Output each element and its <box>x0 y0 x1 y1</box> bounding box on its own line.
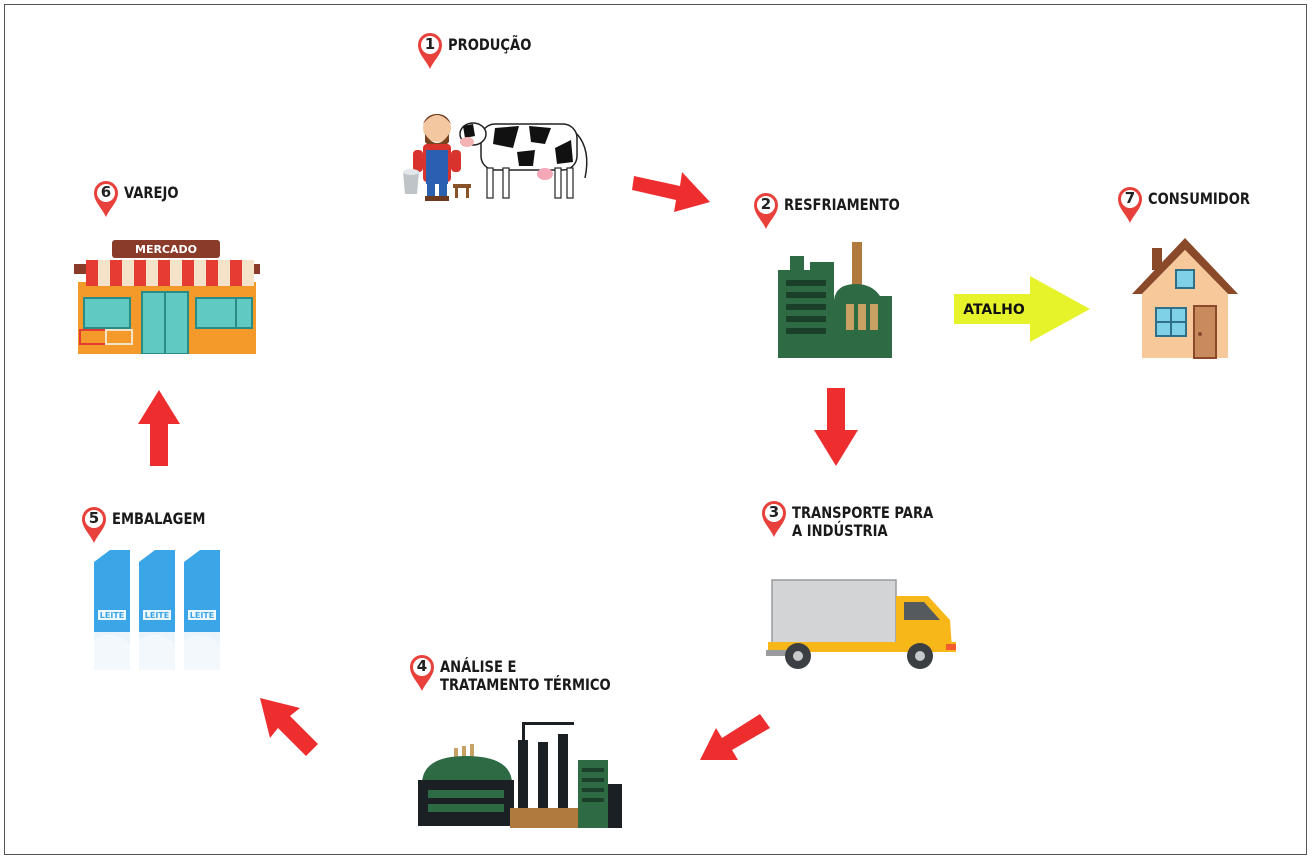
step-label: ANÁLISE E TRATAMENTO TÉRMICO <box>440 657 611 694</box>
farmer-cow-illustration <box>403 114 588 201</box>
step-number: 3 <box>768 503 780 521</box>
carton-label: LEITE <box>100 611 124 620</box>
step-number: 5 <box>88 509 100 527</box>
arrow-3-to-4-icon <box>700 714 770 760</box>
carton-label: LEITE <box>145 611 169 620</box>
step-number: 6 <box>100 183 112 201</box>
location-pin-icon: 1 <box>416 32 444 70</box>
step-number: 2 <box>760 195 772 213</box>
step-7: 7 CONSUMIDOR <box>1116 186 1272 224</box>
house-illustration <box>1132 238 1238 359</box>
location-pin-icon: 5 <box>80 506 108 544</box>
diagram-frame <box>4 4 1307 855</box>
arrow-4-to-5-icon <box>260 698 318 756</box>
location-pin-icon: 4 <box>408 654 436 692</box>
location-pin-icon: 6 <box>92 180 120 218</box>
shortcut-arrow: ATALHO <box>954 276 1090 342</box>
location-pin-icon: 3 <box>760 500 788 538</box>
step-label: VAREJO <box>124 183 179 202</box>
step-label: TRANSPORTE PARA A INDÚSTRIA <box>792 503 934 540</box>
location-pin-icon: 7 <box>1116 186 1144 224</box>
step-number: 1 <box>424 35 436 53</box>
industry-plant-illustration <box>418 722 622 828</box>
arrow-2-to-3-icon <box>814 388 858 466</box>
step-2: 2 RESFRIAMENTO <box>752 192 925 230</box>
market-sign: MERCADO <box>135 243 197 256</box>
cooling-plant-illustration <box>778 242 892 358</box>
step-6: 6 VAREJO <box>92 180 190 218</box>
step-label: CONSUMIDOR <box>1148 189 1250 208</box>
step-label: EMBALAGEM <box>112 509 206 528</box>
step-3: 3 TRANSPORTE PARA A INDÚSTRIA <box>760 500 964 540</box>
step-4: 4 ANÁLISE E TRATAMENTO TÉRMICO <box>408 654 648 694</box>
truck-illustration <box>766 579 956 669</box>
step-5: 5 EMBALAGEM <box>80 506 226 544</box>
step-label: RESFRIAMENTO <box>784 195 900 214</box>
step-number: 4 <box>416 657 428 675</box>
location-pin-icon: 2 <box>752 192 780 230</box>
arrow-1-to-2-icon <box>632 172 710 212</box>
milk-cartons-illustration: LEITE LEITE LEITE <box>94 550 220 670</box>
step-number: 7 <box>1124 189 1136 207</box>
step-1: 1 PRODUÇÃO <box>416 32 550 70</box>
arrow-5-to-6-icon <box>138 390 180 466</box>
carton-label: LEITE <box>190 611 214 620</box>
market-illustration: MERCADO <box>74 240 260 354</box>
shortcut-label: ATALHO <box>963 302 1025 318</box>
step-label: PRODUÇÃO <box>448 35 532 54</box>
